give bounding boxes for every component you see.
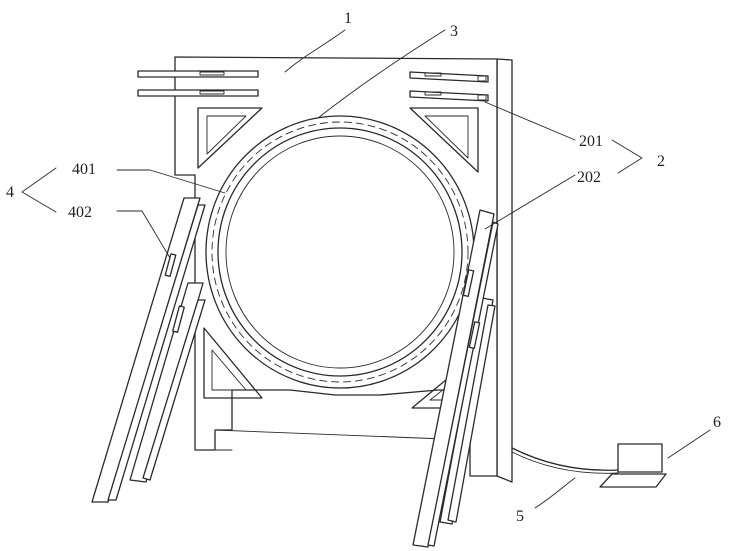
label-group2: 2 [657, 153, 665, 170]
ring-assembly [205, 115, 475, 389]
rail-clamps [137, 70, 489, 102]
label-group4: 4 [6, 184, 14, 201]
left-boards [91, 197, 206, 503]
laptop-base [599, 473, 667, 488]
label-202: 202 [577, 169, 601, 186]
label-401: 401 [72, 161, 96, 178]
labels: 1 3 201 202 2 401 402 4 5 6 [6, 10, 721, 525]
label-402: 402 [68, 204, 92, 221]
label-laptop: 6 [713, 414, 721, 431]
leader-lines [21, 29, 711, 509]
label-201: 201 [579, 133, 603, 150]
triangle-cutout-upper-left [197, 107, 263, 169]
right-boards [412, 209, 499, 548]
label-ring: 3 [450, 23, 458, 40]
laptop-screen [617, 443, 663, 473]
triangle-cutout-upper-right [409, 107, 479, 173]
label-frame: 1 [344, 10, 352, 27]
label-cable: 5 [516, 508, 524, 525]
cable-and-laptop [511, 443, 667, 488]
triangle-cutout-lower-left [203, 327, 263, 399]
